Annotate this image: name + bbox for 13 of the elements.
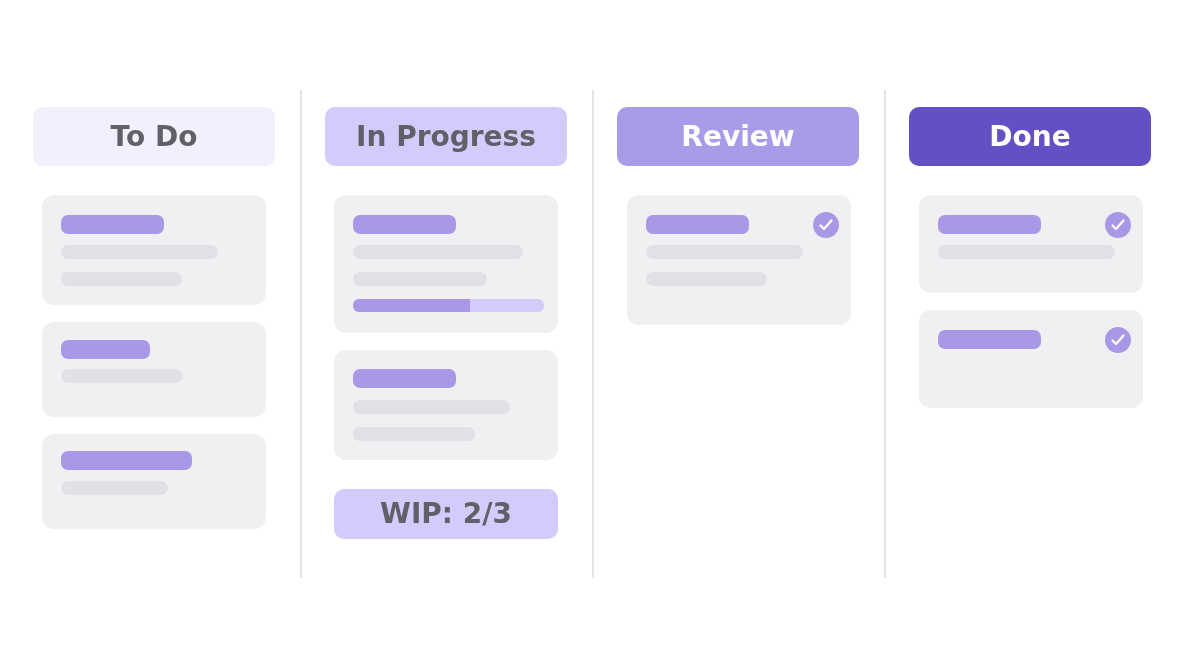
column-header: Review [617, 107, 859, 166]
task-card [42, 434, 266, 529]
task-card [919, 195, 1143, 293]
task-card [42, 195, 266, 305]
column-header: In Progress [325, 107, 567, 166]
task-card [334, 350, 558, 460]
wip-badge: WIP: 2/3 [334, 489, 558, 539]
task-card [42, 322, 266, 417]
column-header: Done [909, 107, 1151, 166]
task-card [919, 310, 1143, 408]
task-card [334, 195, 558, 333]
task-card [627, 195, 851, 325]
column-header: To Do [33, 107, 275, 166]
